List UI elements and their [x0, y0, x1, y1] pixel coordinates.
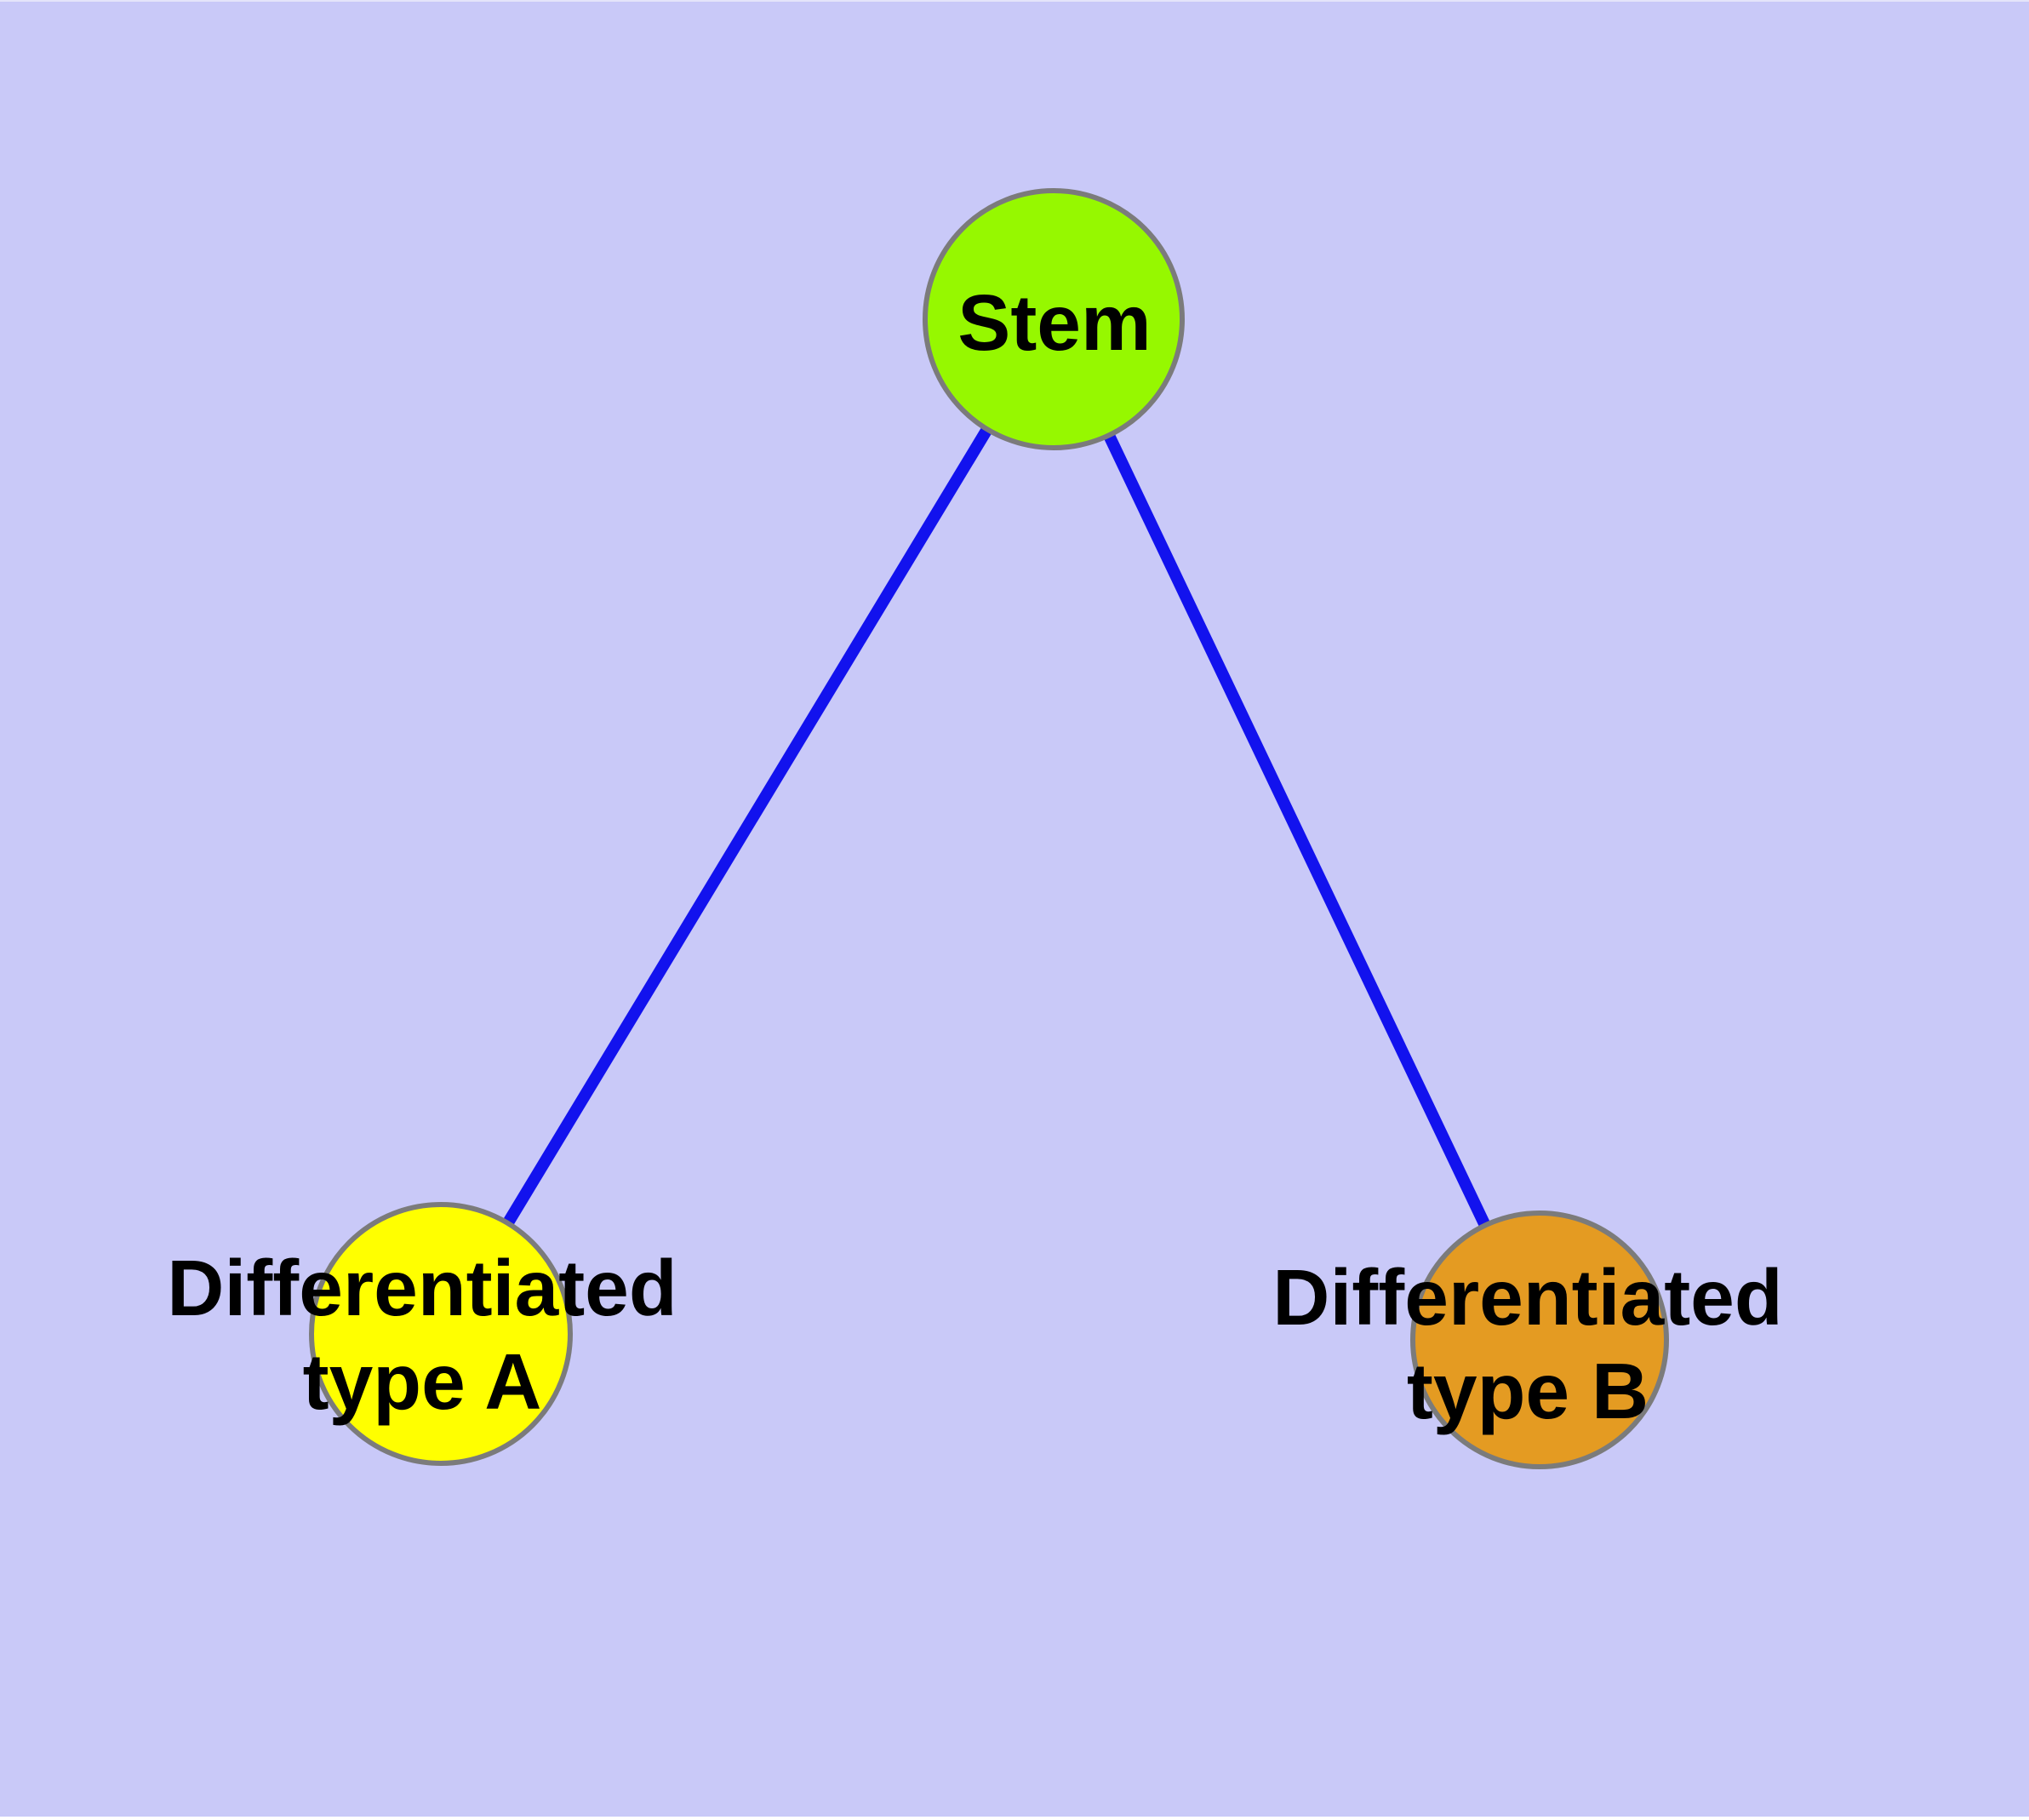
edge-stem-to-type-a — [436, 316, 1059, 1337]
edge-stem-to-type-b — [1048, 316, 1546, 1343]
node-stem[interactable] — [923, 188, 1185, 450]
node-differentiated-type-a[interactable] — [309, 1202, 573, 1466]
node-differentiated-type-b[interactable] — [1410, 1210, 1669, 1469]
